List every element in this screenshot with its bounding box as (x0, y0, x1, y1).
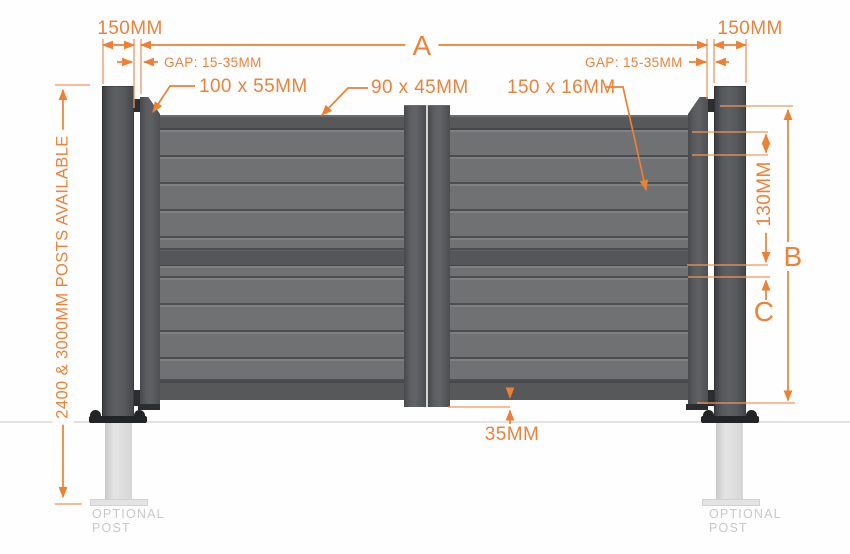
dim-board-size: 150 x 16MM (507, 77, 616, 98)
gate-board (160, 359, 404, 381)
bottom-hinge-left (134, 390, 140, 406)
optional-post-label-left: OPTIONAL POST (92, 507, 165, 535)
gate-board (160, 157, 404, 184)
top-hinge-right (708, 99, 714, 112)
closing-stile-left (404, 105, 426, 407)
gate-board (160, 305, 404, 332)
leaf-meeting-gap (426, 105, 428, 407)
dim-height-b: B (783, 241, 803, 272)
post-base-plate-right (701, 416, 759, 423)
post-bolt (90, 410, 101, 419)
post-base-plate-left (89, 416, 147, 423)
gate-board (160, 278, 404, 305)
optional-post-right (716, 423, 743, 501)
stile-foot-left (138, 404, 160, 410)
dim-spacing-c: C (753, 296, 775, 327)
dim-gap-right: GAP: 15-35MM (585, 55, 683, 70)
gate-board (160, 211, 404, 238)
gate-leaf-right-panel (450, 115, 688, 400)
gate-leaf-left-panel (160, 115, 404, 400)
dim-post-width-right: 150MM (717, 18, 783, 39)
optional-post-label-right: OPTIONAL POST (709, 507, 782, 535)
gate-board (450, 278, 688, 305)
rail-bottom (160, 381, 404, 400)
dim-overall-width-a: A (405, 30, 439, 62)
mid-rail (450, 250, 688, 266)
gate-board (160, 266, 404, 278)
rail-bottom (450, 381, 688, 400)
dim-bottom-drop: 35MM (484, 424, 540, 445)
gate-board (160, 238, 404, 250)
dim-posts-note: 2400 & 3000MM POSTS AVAILABLE (52, 129, 74, 425)
dim-board-pitch: 130MM (753, 155, 777, 233)
gate-board (450, 238, 688, 250)
gate-board (160, 130, 404, 157)
gate-board (450, 359, 688, 381)
post-bolt (703, 410, 714, 419)
gate-board (450, 157, 688, 184)
rail-top (450, 115, 688, 130)
bottom-hinge-right (708, 390, 714, 406)
gate-board (450, 305, 688, 332)
gate-board (450, 184, 688, 211)
optional-post-base-left (90, 499, 148, 506)
gate-board (160, 184, 404, 211)
post-bolt (134, 410, 145, 419)
stile-foot-right (686, 404, 708, 410)
dim-stile-size: 100 x 55MM (199, 76, 308, 97)
left-post (102, 86, 134, 422)
hinge-stile-left (140, 97, 160, 407)
dim-post-width-left: 150MM (97, 18, 163, 39)
dim-rail-size: 90 x 45MM (371, 77, 469, 98)
gate-board (160, 332, 404, 359)
ground-line (0, 421, 850, 423)
gate-board (450, 266, 688, 278)
top-hinge-left (134, 99, 140, 112)
closing-stile-right (428, 105, 450, 407)
gate-board (450, 211, 688, 238)
dim-gap-left: GAP: 15-35MM (164, 55, 262, 70)
optional-post-base-right (702, 499, 760, 506)
latch-stile-right (688, 97, 708, 407)
right-post (714, 86, 746, 422)
optional-post-left (105, 423, 132, 501)
mid-rail (160, 250, 404, 266)
gate-board (450, 130, 688, 157)
gate-board (450, 332, 688, 359)
post-bolt (746, 410, 757, 419)
rail-top (160, 115, 404, 130)
